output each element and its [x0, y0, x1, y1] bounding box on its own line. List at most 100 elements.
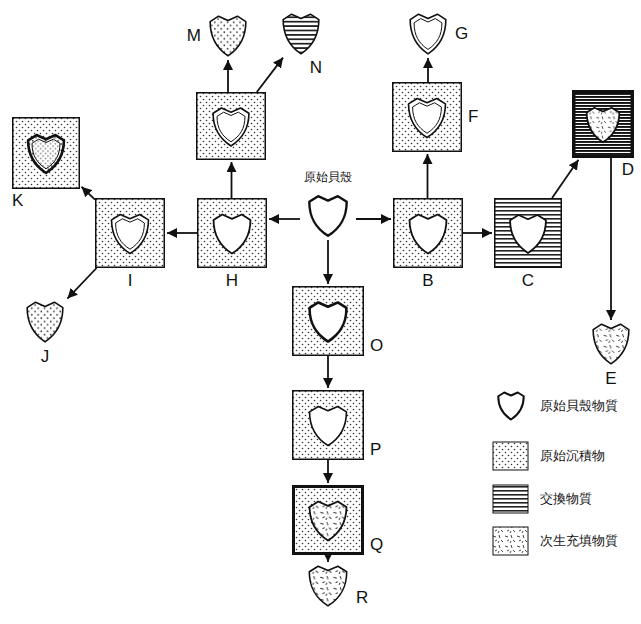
shell-shape	[587, 108, 620, 143]
shell-shape	[210, 16, 246, 56]
node-illustration	[292, 390, 364, 460]
shell-outline	[28, 135, 64, 173]
shell-shape	[27, 302, 63, 342]
shell-outline	[593, 324, 629, 364]
node-illustration	[292, 485, 364, 555]
node-illustration	[407, 12, 449, 56]
shell-shape	[409, 98, 446, 137]
stage-letter: K	[12, 191, 23, 211]
sediment-box: C	[494, 198, 562, 268]
stage-letter: C	[522, 271, 534, 291]
shell-shape	[309, 566, 346, 606]
stage-letter: M	[187, 26, 201, 46]
shell-outline	[309, 566, 346, 606]
arrow-connector	[427, 154, 429, 198]
stage-letter: P	[370, 440, 381, 460]
sediment-box: Q	[292, 485, 364, 555]
legend-swatch	[492, 439, 530, 473]
stage-letter: F	[468, 107, 478, 127]
shell-fossil: G	[407, 12, 449, 56]
node-illustration	[197, 198, 267, 268]
arrow-connector	[463, 232, 492, 234]
sediment-box: K	[12, 117, 80, 189]
stage-letter: B	[422, 271, 433, 291]
shell-inner-outline	[32, 139, 60, 169]
shell-outline	[213, 108, 249, 146]
node-illustration	[392, 82, 462, 152]
node-illustration	[95, 198, 165, 268]
arrow-connector	[327, 356, 329, 388]
box-ground	[393, 83, 462, 152]
arrow-connector	[327, 555, 329, 562]
node-illustration	[24, 300, 66, 344]
stage-letter: I	[128, 271, 133, 291]
shell-shape	[309, 196, 346, 236]
node-illustration	[306, 564, 350, 608]
sediment-box: H	[197, 198, 267, 268]
sediment-box: P	[292, 390, 364, 460]
sediment-box: O	[292, 286, 364, 356]
box-ground	[293, 391, 364, 460]
legend-text: 原始貝殼物質	[540, 399, 618, 414]
stage-letter: R	[356, 588, 368, 608]
shell-shape	[283, 14, 319, 54]
arrow-connector	[257, 58, 283, 92]
legend-item: 原始沉積物	[492, 439, 637, 473]
shell-shape	[112, 214, 149, 253]
arrow-connector	[81, 187, 95, 200]
shell-outline	[409, 98, 446, 137]
stage-letter: Q	[370, 535, 383, 555]
stage-letter: N	[310, 58, 322, 78]
shell-outline	[112, 214, 149, 253]
shell-outline	[210, 16, 246, 56]
arrow-connector	[610, 158, 612, 320]
shell-shape	[310, 302, 347, 341]
shell-inner-outline	[414, 19, 442, 50]
node-illustration	[207, 14, 249, 58]
shell-shape	[28, 135, 64, 173]
shell-inner-outline	[413, 103, 442, 133]
shell-outline	[27, 302, 63, 342]
shell-outline	[410, 214, 447, 253]
node-illustration	[572, 90, 634, 158]
stage-letter: E	[605, 369, 616, 389]
legend-text: 次生充填物質	[540, 534, 618, 549]
sediment-box: F	[392, 82, 462, 152]
shell-shape	[214, 214, 251, 253]
shell-outline	[498, 393, 524, 420]
legend-item: 交換物質	[492, 482, 637, 516]
shell-shape	[498, 393, 524, 420]
legend-sample	[493, 527, 528, 555]
box-ground	[96, 199, 165, 268]
arrow-connector	[552, 160, 578, 198]
box-ground	[197, 93, 266, 160]
arrow-connector	[231, 162, 233, 198]
stage-letter: H	[226, 271, 238, 291]
box-ground	[495, 199, 562, 268]
stage-letter: J	[41, 347, 50, 367]
legend-text: 原始沉積物	[540, 449, 605, 464]
box-ground	[13, 118, 80, 189]
arrow-connector	[269, 218, 300, 220]
shell-shape	[510, 215, 546, 253]
shell-fossil: J	[24, 300, 66, 344]
shell-outline	[283, 14, 319, 54]
shell-outline	[310, 501, 347, 540]
arrow-connector	[67, 268, 96, 299]
legend-item: 次生充填物質	[492, 524, 637, 558]
legend-text: 交換物質	[540, 492, 592, 507]
sediment-box: I	[95, 198, 165, 268]
node-illustration	[196, 92, 266, 160]
shell-shape	[310, 501, 347, 540]
sediment-box: B	[393, 198, 463, 268]
arrow-connector	[427, 58, 429, 82]
shell-fossil: R	[306, 564, 350, 608]
shell-outline	[309, 196, 346, 236]
node-illustration	[280, 12, 322, 56]
node-illustration	[12, 117, 80, 189]
shell-fossil: M	[207, 14, 249, 58]
shell-shape	[410, 14, 446, 54]
node-illustration	[494, 198, 562, 268]
box-ground	[574, 92, 633, 157]
